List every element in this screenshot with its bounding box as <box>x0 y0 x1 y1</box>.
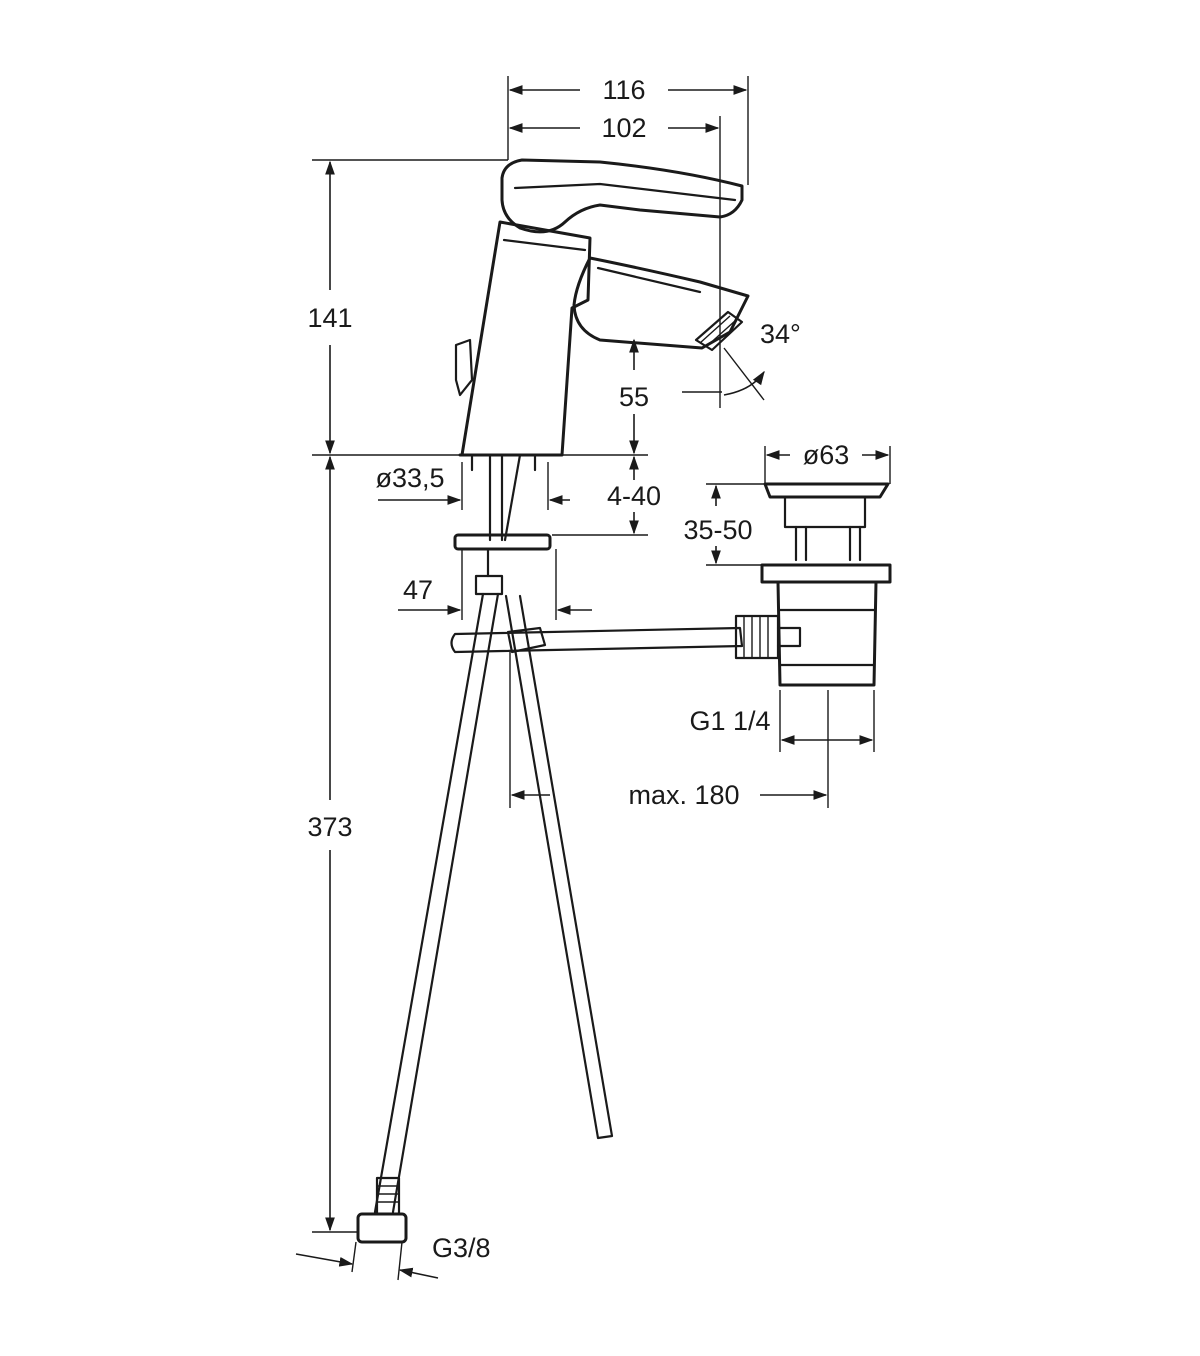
dim-max-180-label: max. 180 <box>628 780 739 810</box>
spout <box>572 256 750 350</box>
dim-g1-1-4: G1 1/4 <box>689 690 875 752</box>
pull-rod <box>450 626 744 654</box>
mounting-washer <box>453 533 552 551</box>
dim-141-label: 141 <box>307 303 352 333</box>
hose-nut <box>356 1176 408 1244</box>
faucet-body <box>356 158 750 1244</box>
dim-116-label: 116 <box>602 75 645 105</box>
fixing-nut <box>474 574 504 596</box>
waste-fitting <box>734 482 892 687</box>
dim-g1-1-4-label: G1 1/4 <box>689 706 770 736</box>
hose-left <box>373 592 500 1214</box>
plug-head <box>763 482 890 499</box>
rod-clamp <box>506 626 547 654</box>
lever-handle <box>500 158 744 234</box>
dim-55-label: 55 <box>619 382 649 412</box>
dim-373-label: 373 <box>307 812 352 842</box>
dim-116: 116 <box>507 75 749 185</box>
dim-34-label: 34° <box>760 319 801 349</box>
lift-rod <box>504 594 614 1140</box>
popup-knob <box>454 338 474 397</box>
dim-35-50: 35-50 <box>683 483 765 566</box>
waste-side-connector <box>734 614 802 660</box>
dim-47: 47 <box>398 549 592 620</box>
dim-63-label: ø63 <box>803 440 850 470</box>
dim-g3-8-label: G3/8 <box>432 1233 491 1263</box>
dim-63: ø63 <box>764 440 891 484</box>
dimensions: 116 102 141 55 34° <box>295 75 891 1281</box>
dim-373: 373 <box>307 455 358 1233</box>
dim-angle-34: 34° <box>682 319 801 401</box>
dim-max-180: max. 180 <box>509 652 829 810</box>
dim-141: 141 <box>307 159 648 456</box>
dim-33-5-label: ø33,5 <box>375 463 444 493</box>
body-column <box>460 220 592 457</box>
dim-33-5: ø33,5 <box>375 462 570 510</box>
dim-102: 102 <box>508 113 721 408</box>
dim-4-40: 4-40 <box>552 455 661 536</box>
dim-55: 55 <box>619 338 649 455</box>
aerator <box>694 310 744 352</box>
waste-body <box>776 580 878 687</box>
dim-g3-8: G3/8 <box>295 1233 491 1281</box>
dim-47-label: 47 <box>403 575 433 605</box>
dim-102-label: 102 <box>601 113 646 143</box>
dim-35-50-label: 35-50 <box>683 515 752 545</box>
dim-4-40-label: 4-40 <box>607 481 661 511</box>
waste-flange <box>760 563 892 584</box>
